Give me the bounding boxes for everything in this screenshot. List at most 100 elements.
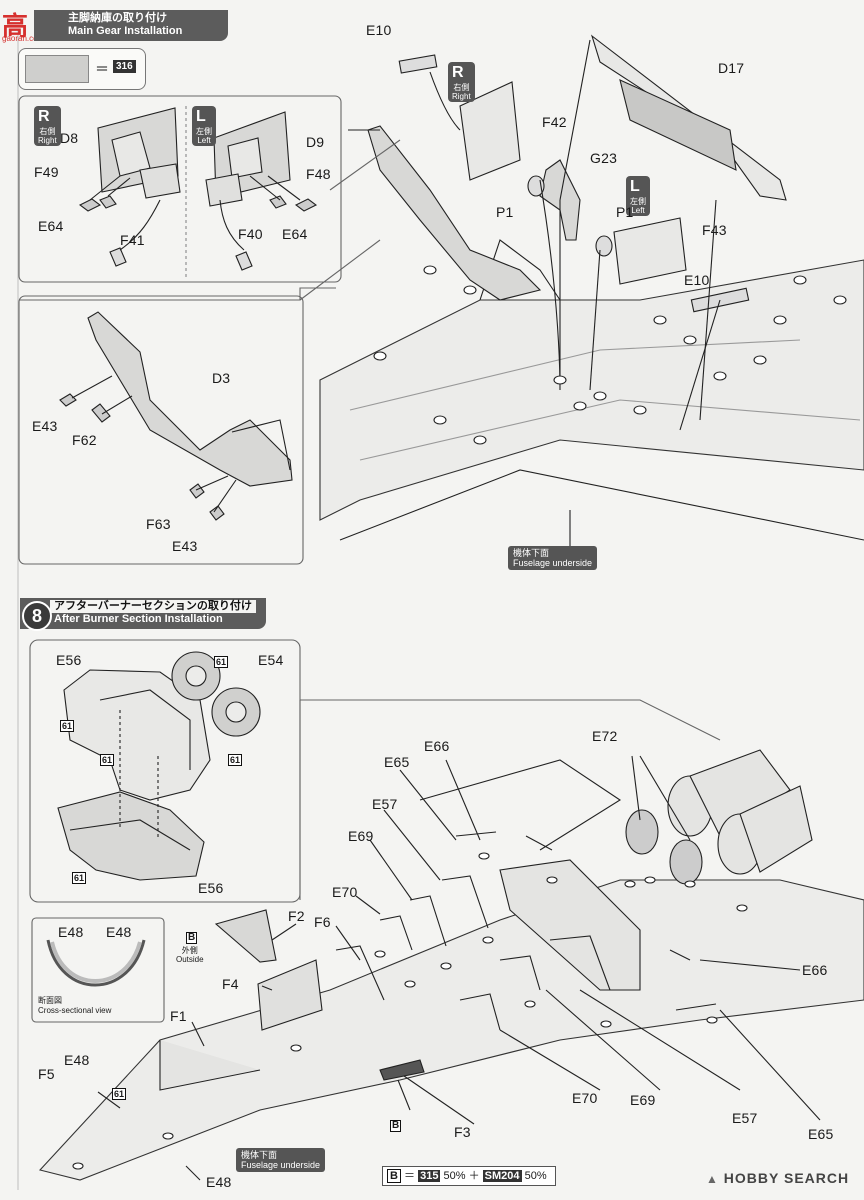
label-f40: F40 [238, 226, 263, 242]
cross-section-en: Cross-sectional view [38, 1006, 112, 1015]
cross-section-jp: 断面図 [38, 996, 62, 1005]
fuselage-underside-badge-top: 機体下面 Fuselage underside [508, 546, 598, 570]
label-f6: F6 [314, 914, 331, 930]
label-e64-right: E64 [38, 218, 64, 234]
label-e66-top: E66 [424, 738, 450, 754]
mix-code-2: SM204 [482, 1170, 522, 1182]
label-g23: G23 [590, 150, 618, 166]
label-e70-bottom: E70 [572, 1090, 598, 1106]
mix-equals: ＝ [404, 1170, 416, 1182]
b-mark-outside: B [186, 932, 198, 944]
label-e43-top: E43 [32, 418, 58, 434]
right-side-marker: R 右側 Right [34, 106, 61, 146]
watermark-logo: 高 gaoran.com [2, 6, 44, 43]
step8-title-jp: アフターバーナーセクションの取り付け [50, 600, 256, 613]
mark-61-e: 61 [72, 872, 87, 884]
label-f62: F62 [72, 432, 97, 448]
left-jp-main: 左側 [630, 197, 646, 206]
left-side-marker-main: L 左側 Left [626, 176, 650, 216]
label-f1: F1 [170, 1008, 187, 1024]
left-side-marker: L 左側 Left [192, 106, 216, 146]
mix-pct-2: 50% [524, 1170, 547, 1182]
mix-plus: ＋ [468, 1170, 480, 1182]
mark-61-c: 61 [100, 754, 115, 766]
b-mark-f3: B [390, 1120, 402, 1132]
mix-letter: B [387, 1169, 401, 1183]
mix-code-1: 315 [418, 1170, 441, 1182]
label-e70-top: E70 [332, 884, 358, 900]
left-en-main: Left [631, 206, 645, 215]
legend-swatch [25, 55, 89, 83]
label-p1-right: P1 [616, 204, 634, 220]
legend-equals: ＝ [95, 61, 109, 77]
label-e57-top: E57 [372, 796, 398, 812]
step7-title-en: Main Gear Installation [68, 25, 183, 37]
label-e48-mid: E48 [64, 1052, 90, 1068]
left-letter: L [196, 108, 206, 125]
paint-legend: ＝ 316 [18, 48, 146, 90]
label-e48-bottom: E48 [206, 1174, 232, 1190]
right-letter: R [38, 108, 50, 125]
legend-code: 316 [113, 60, 136, 73]
right-side-marker-main: R 右側 Right [448, 62, 475, 102]
label-f3: F3 [454, 1124, 471, 1140]
label-e72: E72 [592, 728, 618, 744]
label-f4: F4 [222, 976, 239, 992]
label-e64-left: E64 [282, 226, 308, 242]
step7-title-jp: 主脚納庫の取り付け [68, 12, 167, 24]
paint-mix-note: B ＝ 315 50% ＋ SM204 50% [382, 1166, 556, 1186]
mark-61-b: 61 [60, 720, 75, 732]
label-e57-bottom: E57 [732, 1110, 758, 1126]
brand-text: HOBBY SEARCH [723, 1170, 850, 1186]
underside-en-2: Fuselage underside [241, 1160, 321, 1170]
left-en: Left [197, 136, 211, 145]
label-d3: D3 [212, 370, 231, 386]
mix-pct-1: 50% [443, 1170, 466, 1182]
left-jp: 左側 [196, 127, 212, 136]
label-e54: E54 [258, 652, 284, 668]
label-e65-bottom: E65 [808, 1126, 834, 1142]
underside-en: Fuselage underside [513, 558, 593, 568]
label-e56-bottom: E56 [198, 880, 224, 896]
label-f43: F43 [702, 222, 727, 238]
label-e48-cross-right: E48 [106, 924, 132, 940]
right-en: Right [38, 136, 57, 145]
label-e43-bottom: E43 [172, 538, 198, 554]
mark-61-f: 61 [112, 1088, 127, 1100]
label-e56-top: E56 [56, 652, 82, 668]
label-f5: F5 [38, 1066, 55, 1082]
label-e65-top: E65 [384, 754, 410, 770]
label-e69-bottom: E69 [630, 1092, 656, 1108]
label-f42: F42 [542, 114, 567, 130]
right-jp-main: 右側 [453, 83, 470, 92]
step7-header: 主脚納庫の取り付け Main Gear Installation [34, 10, 228, 41]
watermark-site: gaoran.com [2, 34, 45, 43]
label-e10-top: E10 [366, 22, 392, 38]
mark-61-d: 61 [228, 754, 243, 766]
label-e10-bottom: E10 [684, 272, 710, 288]
mark-61-a: 61 [214, 656, 229, 668]
label-d8: D8 [60, 130, 79, 146]
brand-icon: ▲ [706, 1172, 719, 1186]
step8-title-en: After Burner Section Installation [54, 613, 223, 625]
step8-number: 8 [22, 601, 52, 631]
right-en-main: Right [452, 92, 471, 101]
left-letter-main: L [630, 178, 640, 195]
brand-logo: ▲ HOBBY SEARCH [706, 1170, 849, 1186]
right-letter-main: R [452, 64, 464, 81]
watermark-chars: 高 [2, 12, 29, 42]
outside-jp: 外側 [181, 946, 198, 955]
label-f63: F63 [146, 516, 171, 532]
right-jp: 右側 [39, 127, 56, 136]
step8-header: 8 アフターバーナーセクションの取り付け After Burner Sectio… [20, 598, 266, 631]
label-f41: F41 [120, 232, 145, 248]
fuselage-underside-badge-bottom: 機体下面 Fuselage underside [236, 1148, 326, 1172]
outside-en: Outside [176, 955, 204, 964]
label-p1-left: P1 [496, 204, 514, 220]
label-d9: D9 [306, 134, 325, 150]
cross-section-caption: 断面図 Cross-sectional view [38, 996, 111, 1016]
underside-jp-2: 機体下面 [241, 1150, 278, 1160]
underside-jp: 機体下面 [513, 548, 550, 558]
